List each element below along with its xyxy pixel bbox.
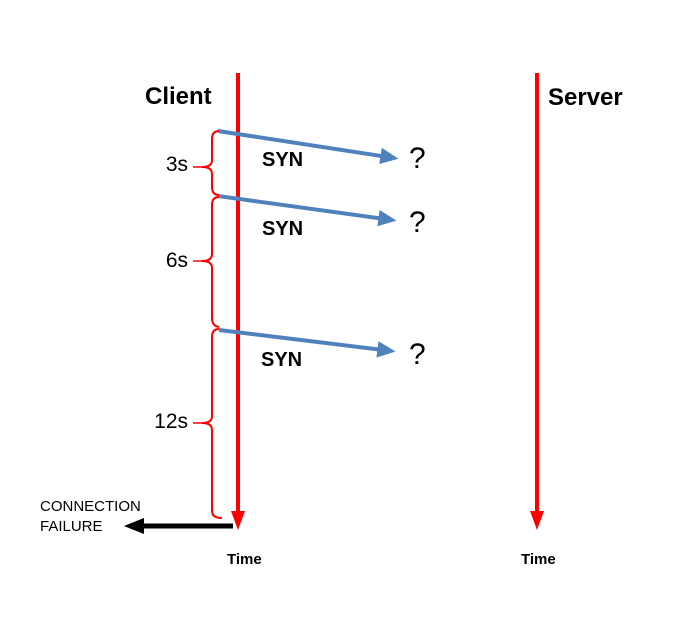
timeout-label-6s: 6s bbox=[165, 249, 188, 272]
syn-arrow-2 bbox=[217, 194, 397, 227]
delivery-unknown-1: ? bbox=[409, 142, 426, 175]
client-title: Client bbox=[145, 83, 212, 110]
syn-label-2: SYN bbox=[262, 218, 304, 240]
syn-label-3: SYN bbox=[261, 349, 303, 371]
failure-arrowhead-icon bbox=[124, 518, 144, 534]
timeout-label-3s: 3s bbox=[165, 153, 188, 176]
server-time-axis-label: Time bbox=[521, 551, 556, 568]
server-title: Server bbox=[548, 84, 623, 111]
timeout-brace-3s bbox=[201, 130, 220, 196]
syn-label-1: SYN bbox=[262, 149, 304, 171]
delivery-unknown-2: ? bbox=[409, 206, 426, 239]
connection-failure-caption: CONNECTION FAILURE bbox=[40, 497, 141, 537]
connection-failure-line1: CONNECTION bbox=[40, 498, 141, 515]
connection-failure-line2: FAILURE bbox=[40, 518, 103, 535]
delivery-unknown-3: ? bbox=[409, 338, 426, 371]
syn-arrow-1 bbox=[217, 129, 399, 165]
client-time-axis-label: Time bbox=[227, 551, 262, 568]
timeout-label-12s: 12s bbox=[154, 410, 188, 433]
timeout-brace-12s bbox=[201, 328, 223, 519]
client-timeline-arrowhead-icon bbox=[231, 511, 245, 530]
syn-arrow-3 bbox=[218, 328, 396, 358]
server-timeline-arrowhead-icon bbox=[530, 511, 544, 530]
timeout-brace-6s bbox=[201, 196, 220, 328]
